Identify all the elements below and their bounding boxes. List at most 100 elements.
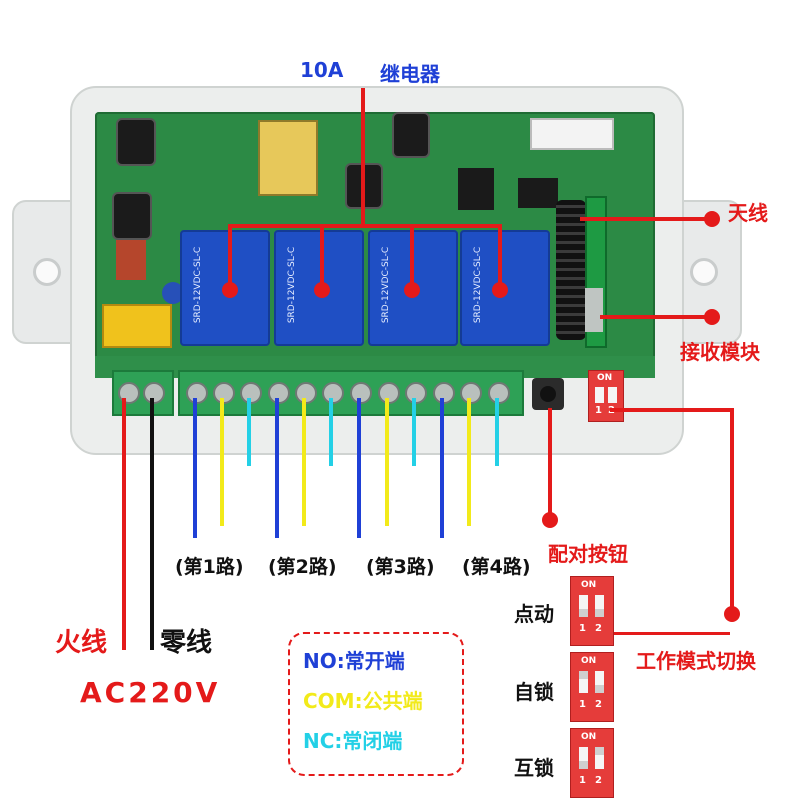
- dip-on-label: ON: [597, 373, 613, 383]
- callout-line: [498, 224, 502, 290]
- ic-chip: [458, 168, 494, 210]
- antenna-label: 天线: [728, 201, 768, 225]
- no-wire-1: [193, 398, 197, 538]
- dip-mode-interlock: ON 1 2: [570, 728, 614, 798]
- screw: [240, 382, 262, 404]
- callout-dot: [314, 282, 330, 298]
- channel-4-label: (第4路): [462, 556, 531, 578]
- callout-line: [320, 224, 324, 290]
- capacitor: [116, 118, 156, 166]
- screw: [405, 382, 427, 404]
- dip-slot: [595, 747, 604, 769]
- receiver-label: 接收模块: [680, 340, 760, 364]
- dip-num-1: 1: [579, 623, 586, 634]
- callout-line: [410, 224, 414, 290]
- screw: [268, 382, 290, 404]
- screw: [460, 382, 482, 404]
- callout-line: [228, 224, 500, 228]
- callout-line: [730, 408, 734, 613]
- dip-on-label: ON: [581, 580, 597, 590]
- dip-knob-off: [579, 609, 588, 617]
- dip-num-1: 1: [595, 405, 602, 416]
- neutral-wire: [150, 398, 154, 650]
- right-mount-hole: [690, 258, 718, 286]
- antenna-coil: [556, 200, 586, 340]
- com-wire-3: [385, 398, 389, 526]
- screw: [143, 382, 165, 404]
- screw: [350, 382, 372, 404]
- legend-nc: NC:常闭端: [303, 729, 403, 753]
- pair-button-label: 配对按钮: [548, 542, 628, 566]
- ceramic-capacitor: [162, 282, 184, 304]
- ic-chip: [518, 178, 558, 208]
- varistor: [116, 240, 146, 280]
- voltage-label: AC220V: [80, 676, 221, 709]
- relay-label: 继电器: [380, 62, 440, 86]
- dip-on-label: ON: [581, 732, 597, 742]
- callout-line: [610, 408, 732, 412]
- dip-slot: [595, 595, 604, 617]
- dip-num-2: 2: [595, 775, 602, 786]
- no-wire-3: [357, 398, 361, 538]
- mode-latching-label: 自锁: [514, 680, 554, 704]
- callout-dot: [704, 309, 720, 325]
- callout-line: [548, 408, 552, 518]
- dip-num-1: 1: [579, 699, 586, 710]
- mode-switch-label: 工作模式切换: [636, 649, 756, 673]
- callout-line: [580, 217, 710, 221]
- relay-model-label: SRD-12VDC-SL-C: [473, 246, 484, 324]
- com-wire-4: [467, 398, 471, 526]
- screw: [378, 382, 400, 404]
- dip-knob-on: [579, 671, 588, 679]
- transformer: [258, 120, 318, 196]
- legend-com: COM:公共端: [303, 689, 423, 713]
- nc-wire-2: [329, 398, 333, 466]
- channel-3-label: (第3路): [366, 556, 435, 578]
- board-dip-switch[interactable]: ON 1 2: [588, 370, 624, 422]
- channel-1-label: (第1路): [175, 556, 244, 578]
- live-label: 火线: [55, 628, 108, 658]
- callout-line: [612, 632, 730, 635]
- nc-wire-3: [412, 398, 416, 466]
- dip-knob-on: [595, 747, 604, 755]
- live-wire: [122, 398, 126, 650]
- dip-slot: [579, 747, 588, 769]
- dip-mode-latching: ON 1 2: [570, 652, 614, 722]
- nc-wire-4: [495, 398, 499, 466]
- pair-button[interactable]: [540, 386, 556, 402]
- screw: [433, 382, 455, 404]
- dip-knob-off: [595, 685, 604, 693]
- callout-line: [228, 224, 232, 290]
- channel-2-label: (第2路): [268, 556, 337, 578]
- connector-header: [530, 118, 614, 150]
- dip-knob-off: [595, 609, 604, 617]
- legend-no: NO:常开端: [303, 649, 405, 673]
- dip-knob-off: [579, 761, 588, 769]
- callout-dot: [724, 606, 740, 622]
- callout-dot: [542, 512, 558, 528]
- callout-dot: [404, 282, 420, 298]
- dip-slot: [595, 387, 604, 403]
- dip-slot: [595, 671, 604, 693]
- no-wire-2: [275, 398, 279, 538]
- screw: [186, 382, 208, 404]
- callout-dot: [492, 282, 508, 298]
- screw: [322, 382, 344, 404]
- com-wire-2: [302, 398, 306, 526]
- relay-current-label: 10A: [300, 58, 344, 82]
- x-capacitor: [102, 304, 172, 348]
- capacitor: [112, 192, 152, 240]
- capacitor: [392, 112, 430, 158]
- dip-num-2: 2: [595, 699, 602, 710]
- crystal: [585, 288, 603, 332]
- screw: [488, 382, 510, 404]
- dip-slot: [579, 671, 588, 693]
- left-mount-hole: [33, 258, 61, 286]
- callout-dot: [704, 211, 720, 227]
- relay-model-label: SRD-12VDC-SL-C: [287, 246, 298, 324]
- dip-on-label: ON: [581, 656, 597, 666]
- relay-model-label: SRD-12VDC-SL-C: [193, 246, 204, 324]
- mode-momentary-label: 点动: [514, 602, 554, 626]
- screw: [213, 382, 235, 404]
- callout-dot: [222, 282, 238, 298]
